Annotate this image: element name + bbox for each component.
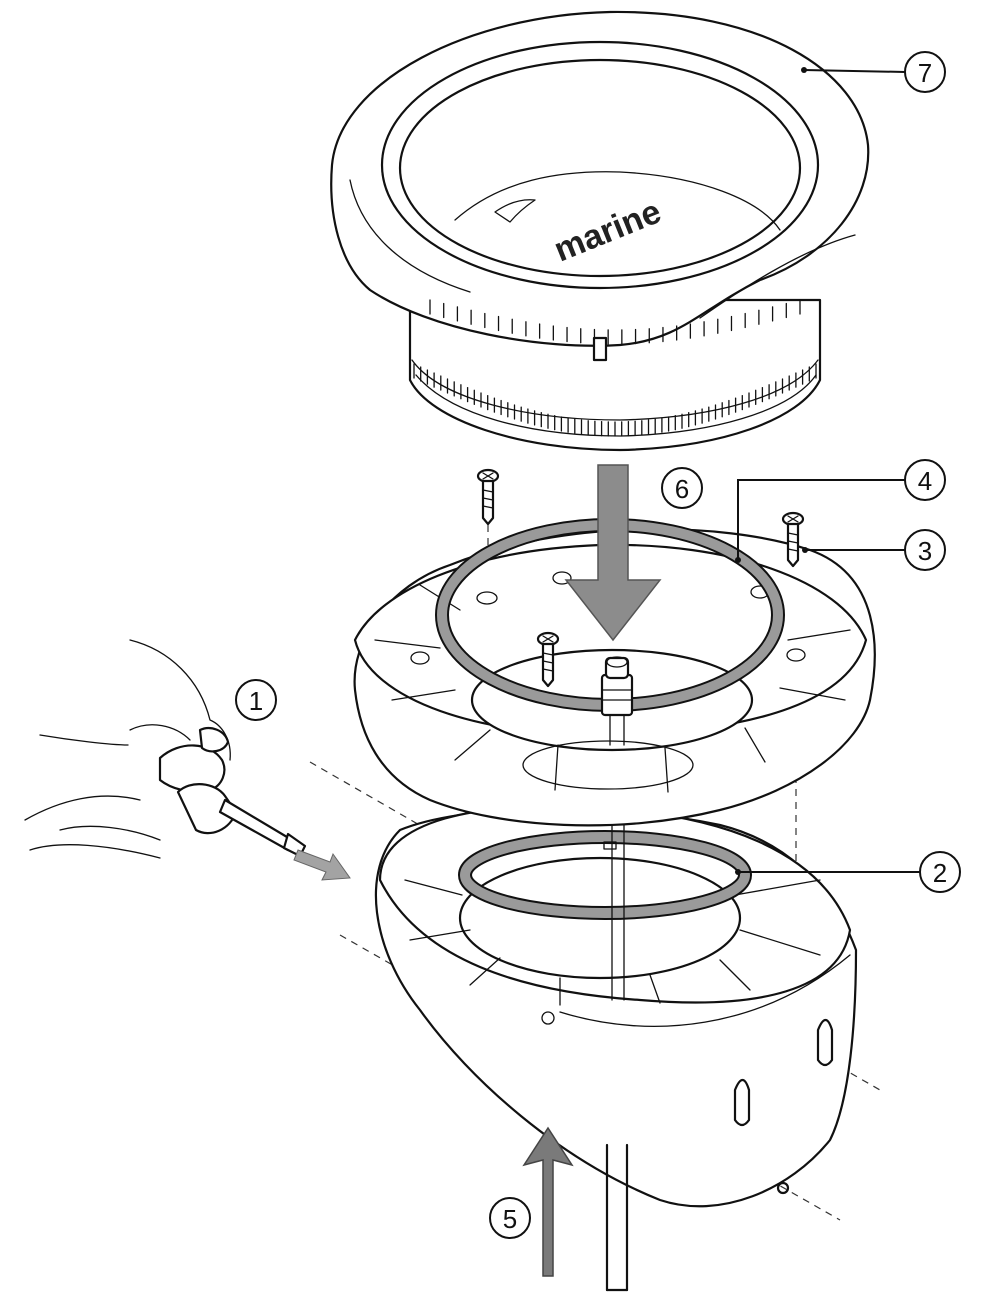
display-unit: marine: [330, 10, 870, 452]
callout-3-label: 3: [918, 536, 932, 566]
cable-connector: [600, 656, 634, 746]
hand-with-screwdriver: [24, 639, 351, 881]
callout-7: [904, 51, 946, 93]
callout-6-label: 6: [675, 474, 689, 504]
callout-2: [919, 851, 961, 893]
bezel-ribs: [429, 299, 801, 345]
callout-4-label: 4: [918, 466, 932, 496]
screw-center: [536, 631, 560, 688]
callout-1: [235, 679, 277, 721]
callout-6: [661, 467, 703, 509]
callout-3: [904, 529, 946, 571]
screw-left: [476, 468, 500, 526]
callouts: 7 6 4 3 2 1 5: [235, 51, 961, 1239]
knurl-ticks: [413, 363, 817, 437]
callout-4: [904, 459, 946, 501]
callout-7-label: 7: [918, 58, 932, 88]
pedestal-base: [374, 805, 858, 1208]
callout-5-label: 5: [503, 1204, 517, 1234]
callout-2-label: 2: [933, 858, 947, 888]
insert-down-arrow: [564, 464, 662, 642]
cable-up-arrow: [522, 1126, 574, 1277]
screw-right: [781, 511, 805, 568]
callout-5: [489, 1197, 531, 1239]
callout-1-label: 1: [249, 686, 263, 716]
seal-ring-lower: [458, 830, 752, 920]
